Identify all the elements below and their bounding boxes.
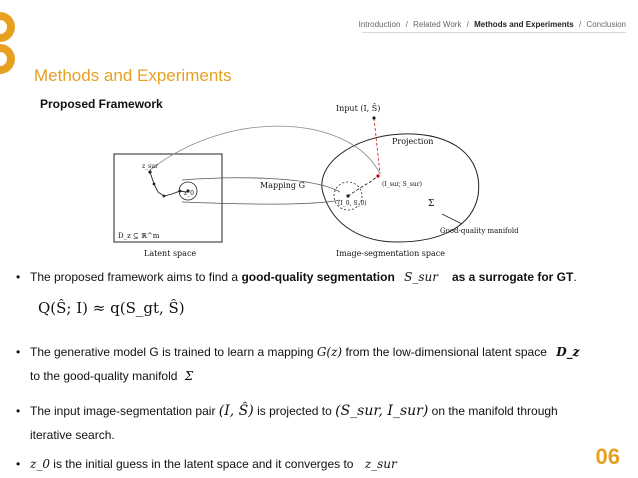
sigma-label: Σ [428,199,434,209]
projection-label: Projection [392,137,433,146]
z-sur-label: z_sur [142,163,158,170]
dz-math: D_z [556,345,580,359]
init-point-label: (I_0, S_0) [338,200,367,207]
z-sur-math: z_sur [364,457,397,471]
surrogate-pair-math: (S_sur, I_sur) [335,403,429,419]
s-sur-math: S_sur [404,270,438,284]
latent-domain-label: D_z ⊆ ℝ^m [118,232,160,240]
latent-caption: Latent space [144,249,196,258]
slide-title: Methods and Experiments [34,66,232,85]
framework-diagram: Input (I, Ŝ) Projection Mapping G (I_sur… [113,104,519,258]
surrogate-point-label: (I_sur, S_sur) [382,181,422,188]
mapping-label: Mapping G [260,181,305,190]
z0-math: z_0 [30,457,50,471]
nav-related-work[interactable]: Related Work [413,20,462,29]
breadcrumb: Introduction / Related Work / Methods an… [358,20,626,29]
bullet-2-line2: to the good-quality manifold Σ [30,369,194,383]
input-pair-math: (I, Ŝ) [218,403,254,419]
bullet-4: •z_0 is the initial guess in the latent … [16,457,397,471]
manifold-label: Good-quality manifold [440,227,519,235]
z0-label: z_0 [184,190,194,197]
g-of-z-math: G(z) [316,345,343,359]
bullet-2: •The generative model G is trained to le… [16,345,580,359]
latent-space-box [113,153,223,243]
sigma-math: Σ [184,369,194,383]
page-number: 06 [595,444,620,469]
logo-icon [0,12,15,74]
nav-introduction[interactable]: Introduction [358,20,401,29]
bullet-1: •The proposed framework aims to find a g… [16,270,577,284]
input-label: Input (I, Ŝ) [336,104,380,113]
nav-methods[interactable]: Methods and Experiments [474,20,574,29]
slide-subtitle: Proposed Framework [40,97,163,111]
nav-conclusion[interactable]: Conclusion [586,20,626,29]
bullet-3-line2: iterative search. [30,428,115,442]
image-seg-caption: Image-segmentation space [336,249,445,258]
header-divider [362,32,626,33]
quality-formula: Q(Ŝ; I) ≈ q(S_gt, Ŝ) [38,299,185,317]
manifold-shape [321,133,480,243]
bullet-3: •The input image-segmentation pair (I, Ŝ… [16,403,558,419]
